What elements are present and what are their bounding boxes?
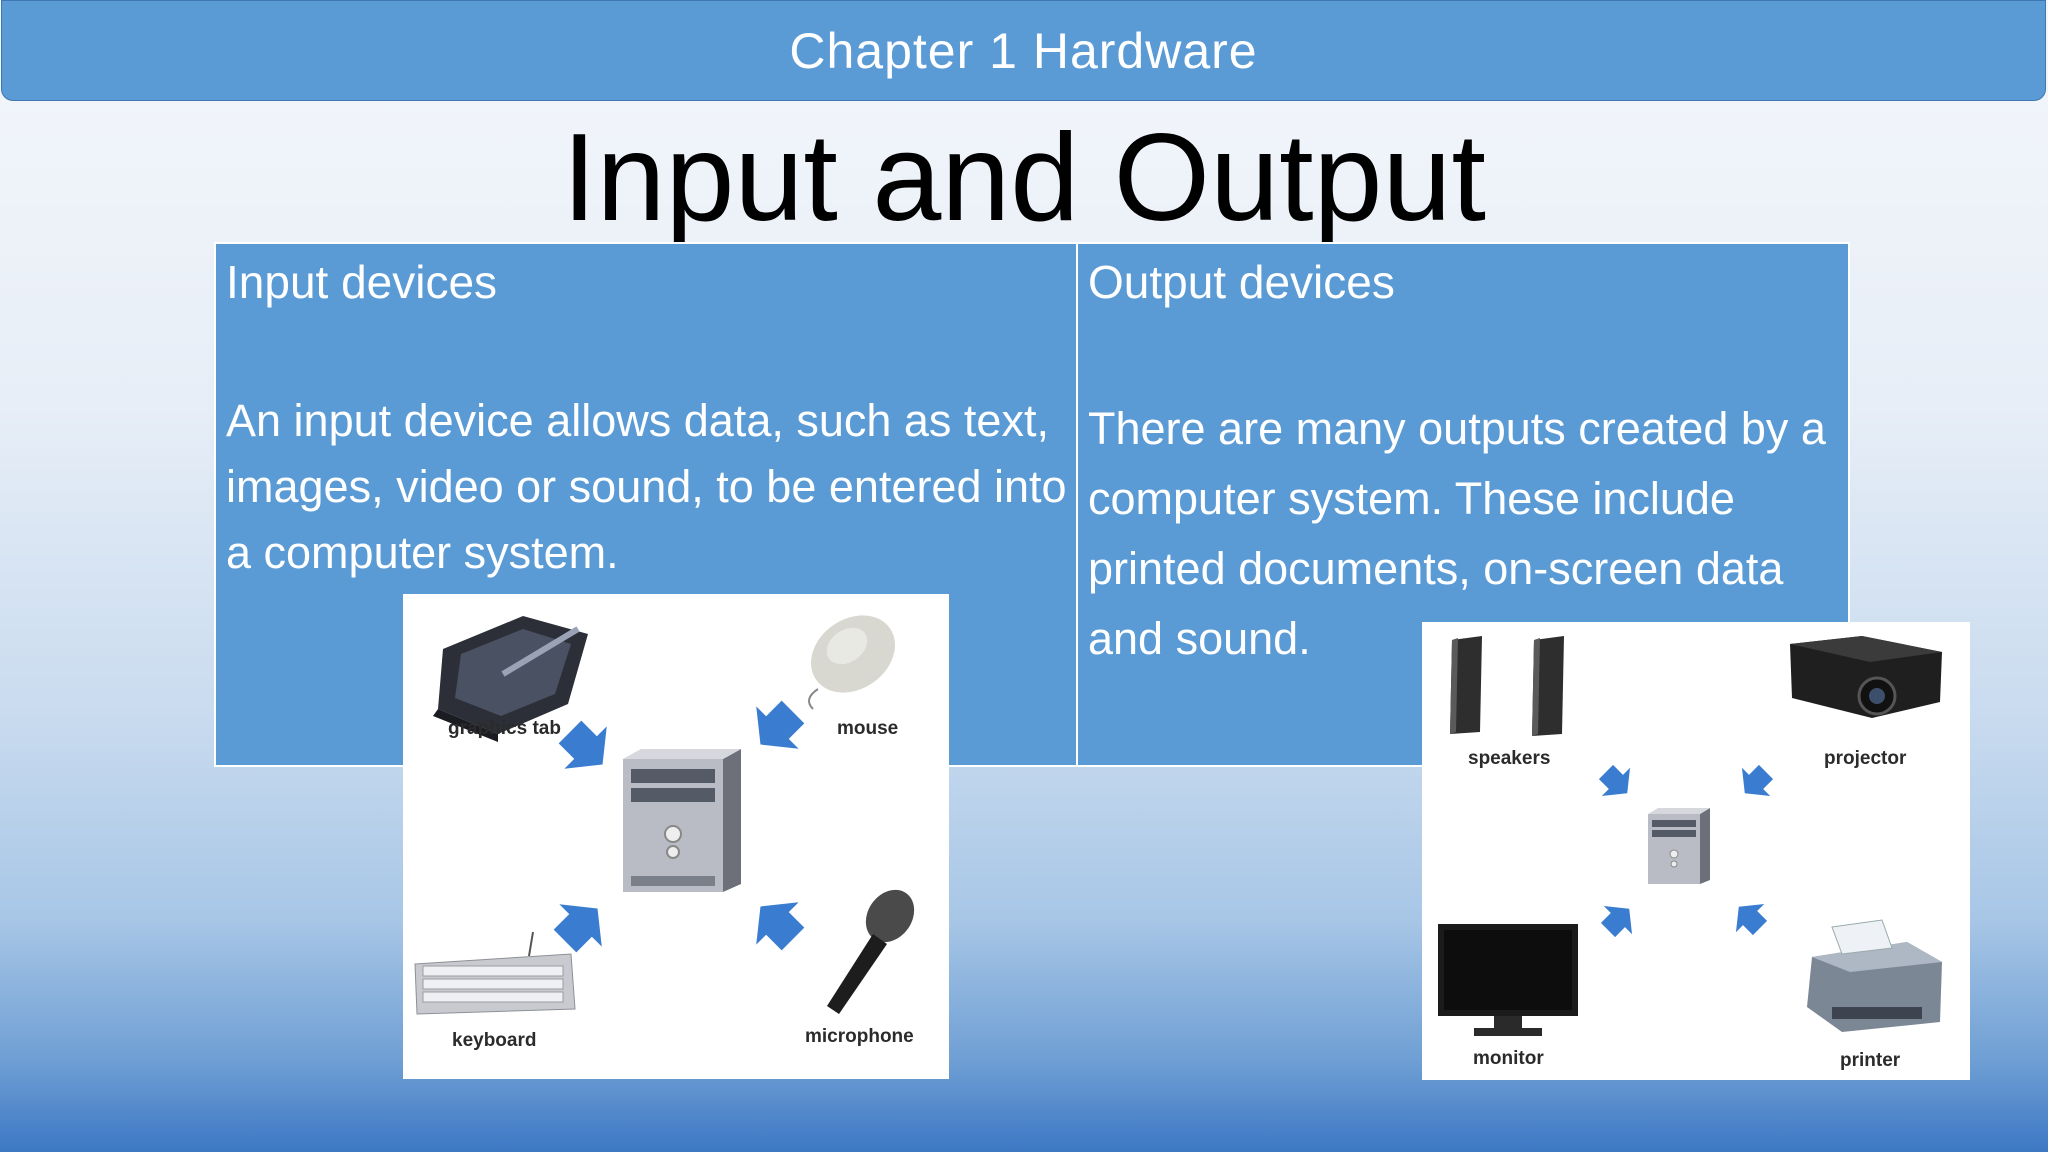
- keyboard-label: keyboard: [452, 1030, 537, 1051]
- output-devices-cell: Output devices There are many outputs cr…: [1078, 244, 1848, 765]
- printer-icon: [1807, 919, 1942, 1032]
- output-devices-diagram: speakers projector monitor printer: [1422, 622, 1970, 1080]
- keyboard-icon: [414, 931, 576, 1015]
- chapter-title: Chapter 1 Hardware: [789, 22, 1258, 79]
- monitor-label: monitor: [1473, 1048, 1544, 1069]
- mouse-icon: [808, 615, 895, 710]
- printer-label: printer: [1840, 1050, 1901, 1071]
- chapter-header-bar: Chapter 1 Hardware: [1, 0, 2046, 101]
- microphone-icon: [827, 889, 915, 1014]
- input-devices-description: An input device allows data, such as tex…: [226, 395, 1067, 578]
- input-devices-heading: Input devices: [226, 256, 498, 308]
- output-devices-heading: Output devices: [1088, 256, 1395, 308]
- projector-icon: [1790, 636, 1942, 718]
- input-devices-cell: Input devices An input device allows dat…: [216, 244, 1078, 765]
- input-devices-diagram: graphics tab mouse keyboard microphone: [403, 594, 949, 1079]
- computer-tower-icon: [1648, 808, 1710, 884]
- speakers-label: speakers: [1468, 748, 1551, 769]
- output-arrows: [1598, 764, 1774, 938]
- projector-label: projector: [1824, 748, 1907, 769]
- mouse-label: mouse: [837, 718, 899, 739]
- speakers-icon: [1450, 636, 1564, 736]
- input-diagram-graphic: [414, 615, 915, 1015]
- monitor-icon: [1438, 924, 1578, 1036]
- output-devices-description: There are many outputs created by a comp…: [1088, 403, 1826, 664]
- computer-tower-icon: [623, 749, 741, 892]
- slide-title: Input and Output: [562, 109, 1486, 247]
- microphone-label: microphone: [805, 1026, 914, 1047]
- input-arrows: [553, 700, 805, 953]
- graphics-tablet-icon: [433, 616, 588, 742]
- output-diagram-graphic: [1438, 636, 1942, 1036]
- graphics-tab-label: graphics tab: [448, 718, 561, 739]
